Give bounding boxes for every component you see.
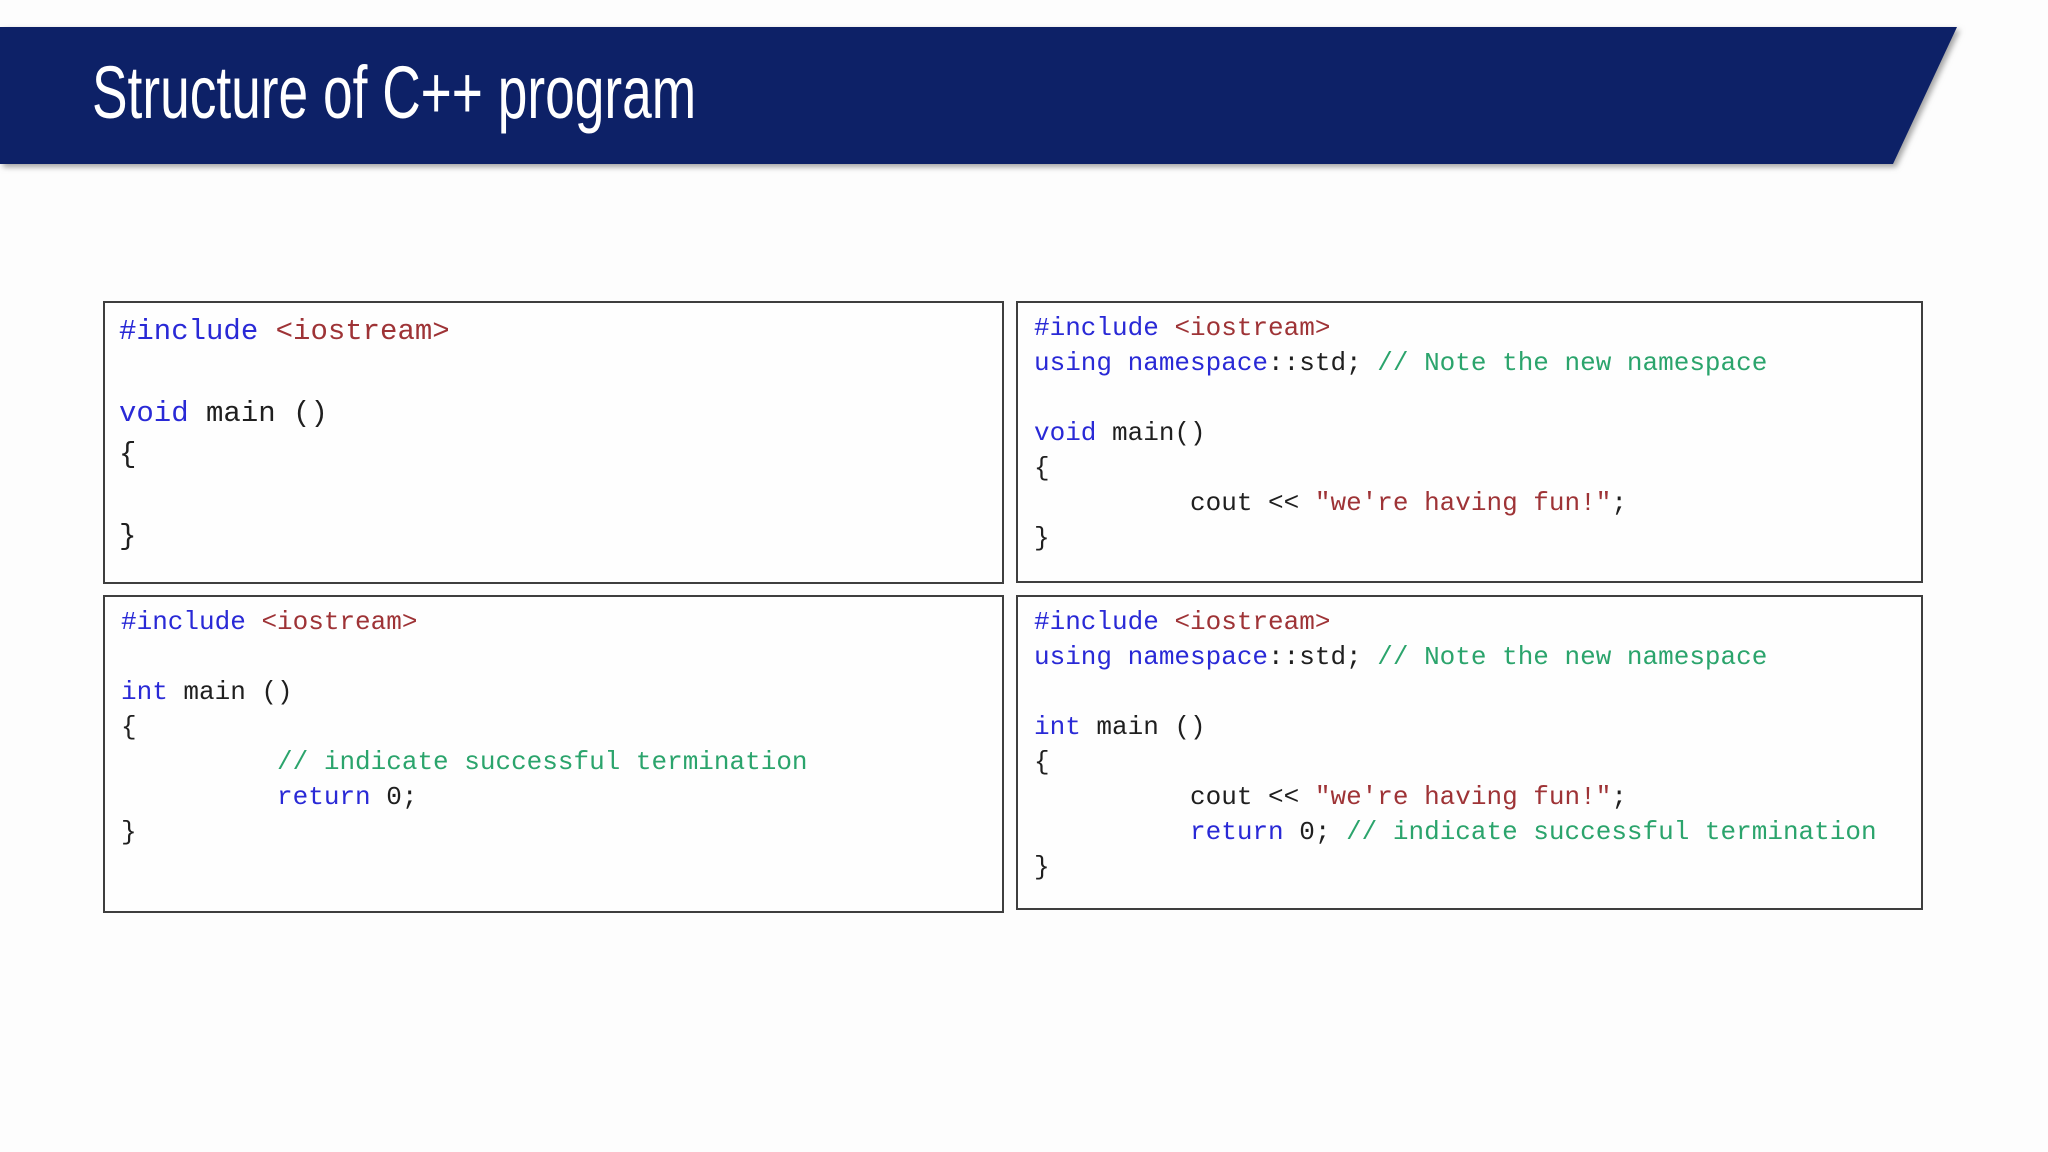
code-token-p: ::std; xyxy=(1268,348,1378,378)
code-token-p: } xyxy=(1034,523,1050,553)
code-line: } xyxy=(1034,850,1913,885)
code-line xyxy=(121,640,994,675)
code-token-p: { xyxy=(1034,453,1050,483)
code-line: cout << "we're having fun!"; xyxy=(1034,780,1913,815)
code-token-kw: using namespace xyxy=(1034,642,1269,672)
code-token-p: } xyxy=(121,817,137,847)
code-line xyxy=(1034,675,1913,710)
code-token-kw: void xyxy=(119,397,189,430)
code-token-p: ; xyxy=(1611,488,1627,518)
code-line: #include <iostream> xyxy=(1034,311,1913,346)
code-line: return 0; // indicate successful termina… xyxy=(1034,815,1913,850)
code-box-bottom-right: #include <iostream>using namespace::std;… xyxy=(1016,595,1923,910)
code-token-p: } xyxy=(1034,852,1050,882)
code-box-bottom-left: #include <iostream> int main (){ // indi… xyxy=(103,595,1004,913)
code-token-p: 0; xyxy=(370,782,418,812)
code-token-p: ::std; xyxy=(1268,642,1378,672)
code-token-com: // indicate successful termination xyxy=(277,747,808,777)
code-line xyxy=(119,475,994,516)
code-token-p xyxy=(1159,313,1175,343)
code-block-void-main-empty: #include <iostream> void main () { } xyxy=(105,303,1002,557)
code-token-kw: using namespace xyxy=(1034,348,1269,378)
code-token-p: main() xyxy=(1096,418,1206,448)
slide-title: Structure of C++ program xyxy=(92,50,697,134)
code-token-str: <iostream> xyxy=(275,315,450,348)
code-token-p: main () xyxy=(167,677,293,707)
code-token-p: main () xyxy=(188,397,328,430)
code-token-p xyxy=(1159,607,1175,637)
code-block-int-main-cout-return: #include <iostream>using namespace::std;… xyxy=(1018,597,1921,885)
code-token-str: <iostream> xyxy=(1174,607,1331,637)
code-line: return 0; xyxy=(121,780,994,815)
code-line: void main() xyxy=(1034,416,1913,451)
code-token-p: { xyxy=(1034,747,1050,777)
code-token-kw: #include xyxy=(1034,607,1159,637)
code-token-p: cout << xyxy=(1034,488,1315,518)
code-line xyxy=(119,352,994,393)
code-token-p: main () xyxy=(1080,712,1206,742)
code-line: // indicate successful termination xyxy=(121,745,994,780)
code-line: cout << "we're having fun!"; xyxy=(1034,486,1913,521)
code-line: { xyxy=(121,710,994,745)
code-token-p xyxy=(121,782,277,812)
code-line: using namespace::std; // Note the new na… xyxy=(1034,346,1913,381)
code-line: { xyxy=(119,434,994,475)
code-line: } xyxy=(1034,521,1913,556)
code-token-p: { xyxy=(119,438,137,471)
code-token-str: "we're having fun!" xyxy=(1314,488,1612,518)
code-token-p: 0; xyxy=(1283,817,1347,847)
code-token-kw: return xyxy=(1190,817,1284,847)
code-token-kw: #include xyxy=(119,315,259,348)
code-token-com: // Note the new namespace xyxy=(1377,348,1768,378)
code-token-kw: int xyxy=(121,677,168,707)
code-line: { xyxy=(1034,451,1913,486)
code-token-kw: int xyxy=(1034,712,1081,742)
code-token-str: <iostream> xyxy=(1174,313,1331,343)
code-token-kw: #include xyxy=(121,607,246,637)
code-line: #include <iostream> xyxy=(1034,605,1913,640)
code-box-top-right: #include <iostream>using namespace::std;… xyxy=(1016,301,1923,583)
code-token-com: // Note the new namespace xyxy=(1377,642,1768,672)
code-token-str: <iostream> xyxy=(261,607,418,637)
code-token-kw: void xyxy=(1034,418,1097,448)
code-token-p xyxy=(121,747,277,777)
code-token-p: } xyxy=(119,520,137,553)
code-token-str: "we're having fun!" xyxy=(1314,782,1612,812)
code-line xyxy=(1034,381,1913,416)
code-block-void-main-cout: #include <iostream>using namespace::std;… xyxy=(1018,303,1921,556)
code-line: int main () xyxy=(1034,710,1913,745)
code-box-top-left: #include <iostream> void main () { } xyxy=(103,301,1004,584)
title-banner: Structure of C++ program xyxy=(0,27,1957,164)
code-line: { xyxy=(1034,745,1913,780)
code-line: #include <iostream> xyxy=(119,311,994,352)
code-token-p: cout << xyxy=(1034,782,1315,812)
code-line: #include <iostream> xyxy=(121,605,994,640)
code-token-kw: return xyxy=(277,782,371,812)
title-banner-shape: Structure of C++ program xyxy=(0,27,1957,164)
code-line: } xyxy=(121,815,994,850)
code-token-p xyxy=(258,315,275,348)
code-token-com: // indicate successful termination xyxy=(1346,817,1877,847)
code-line: } xyxy=(119,516,994,557)
code-token-p: { xyxy=(121,712,137,742)
code-token-kw: #include xyxy=(1034,313,1159,343)
code-token-p xyxy=(1034,817,1190,847)
code-line: int main () xyxy=(121,675,994,710)
code-token-p: ; xyxy=(1611,782,1627,812)
code-block-int-main-return: #include <iostream> int main (){ // indi… xyxy=(105,597,1002,850)
code-token-p xyxy=(246,607,262,637)
code-line: using namespace::std; // Note the new na… xyxy=(1034,640,1913,675)
code-line: void main () xyxy=(119,393,994,434)
